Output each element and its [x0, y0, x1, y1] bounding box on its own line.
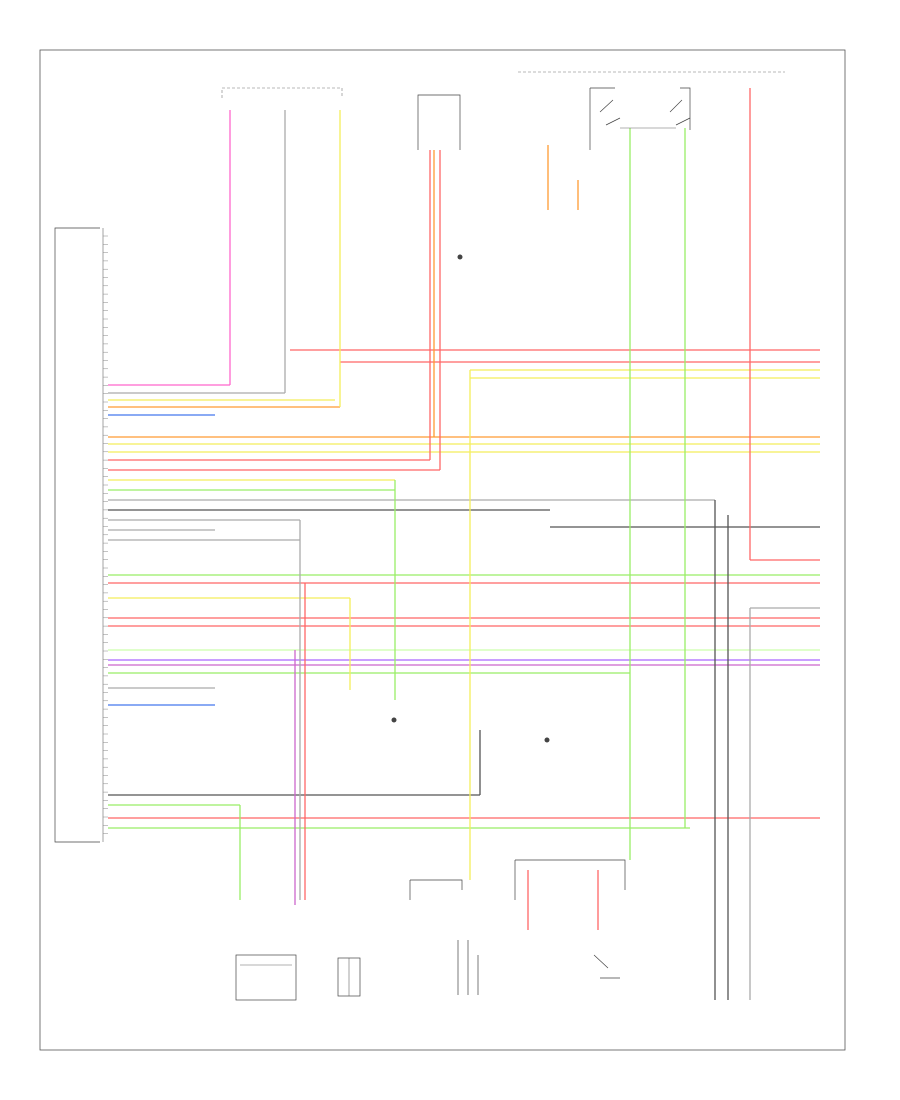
- bottom-bracket-1: [514, 859, 626, 900]
- relay-bracket: [589, 87, 691, 150]
- horizontal-wires: [108, 349, 820, 829]
- vertical-wires: [229, 88, 751, 1000]
- diagram-frame: [39, 49, 846, 1051]
- top-connector-bracket: [221, 87, 343, 98]
- module-outline: [54, 227, 100, 843]
- component-box-1: [235, 954, 297, 1001]
- ground-symbol-right: [544, 737, 550, 743]
- bottom-component-group: [235, 859, 626, 1001]
- top-component-group: [221, 71, 785, 743]
- bottom-bracket-2: [409, 879, 463, 900]
- fuel-pump-symbol: [457, 940, 479, 995]
- switch-left: [599, 99, 621, 126]
- ground-symbol-top: [457, 254, 463, 260]
- ground-symbol-mid: [391, 717, 397, 723]
- module-pin-ticks: [103, 235, 108, 834]
- switch-right: [669, 99, 691, 126]
- fuse-box-bracket: [417, 94, 461, 150]
- motor-switch-symbol: [593, 954, 620, 979]
